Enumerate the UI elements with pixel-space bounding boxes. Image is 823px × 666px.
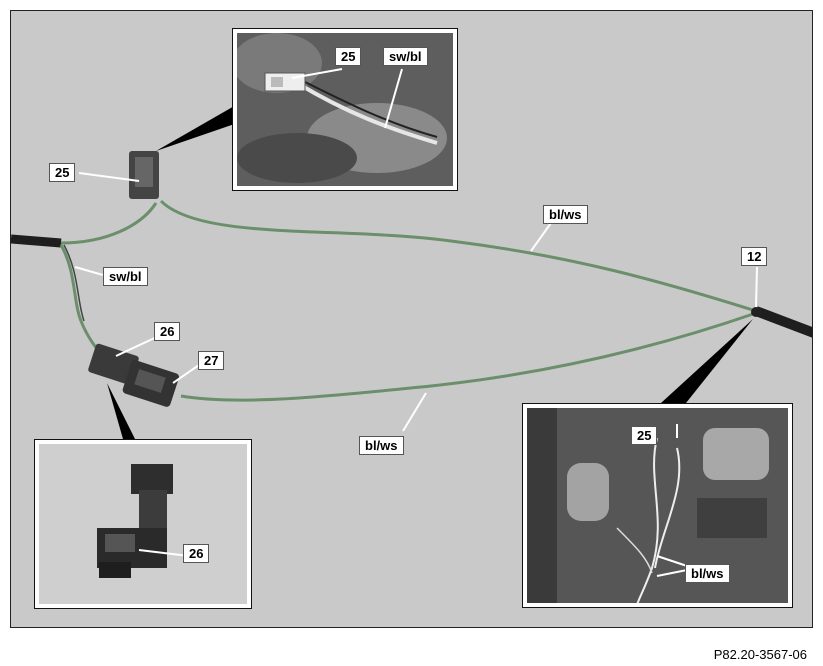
harness-right <box>754 306 812 338</box>
inset-top-photo <box>237 33 453 186</box>
connector-26-27-shape <box>88 343 179 407</box>
leader-12 <box>755 266 758 308</box>
label-wire-bl-ws-lower: bl/ws <box>359 436 404 455</box>
pointer-top-inset <box>156 101 249 151</box>
inset-bottom-right-label-bl-ws: bl/ws <box>685 564 730 583</box>
inset-bottom-right: 25 bl/ws <box>522 403 793 608</box>
wire-bl-ws-upper <box>159 199 757 313</box>
harness-left <box>11 234 62 248</box>
inset-bottom-right-label-25: 25 <box>631 426 658 445</box>
inset-top-label-sw-bl: sw/bl <box>383 47 428 66</box>
wiring-drawing <box>11 101 812 439</box>
label-connector-26: 26 <box>154 322 181 341</box>
label-wire-bl-ws-upper: bl/ws <box>543 205 588 224</box>
diagram-frame: 25 sw/bl 26 27 bl/ws bl/ws 12 25 sw/bl <box>10 10 813 628</box>
inset-bottom-left: 26 <box>34 439 252 609</box>
connector-25-shape <box>129 151 159 199</box>
label-connector-25: 25 <box>49 163 76 182</box>
leader-bl-ws-upper <box>530 222 552 252</box>
junction-12-shape <box>751 307 761 317</box>
inset-top-label-25: 25 <box>335 47 362 66</box>
wire-harness-to-25 <box>60 202 158 245</box>
leader-sw-bl <box>74 266 104 276</box>
figure-reference: P82.20-3567-06 <box>713 647 807 662</box>
label-connector-27: 27 <box>198 351 225 370</box>
leader-26 <box>115 334 162 357</box>
leader-27 <box>172 364 200 384</box>
wire-bl-ws-lower <box>180 311 757 402</box>
inset-bottom-right-photo <box>527 408 788 603</box>
label-junction-12: 12 <box>741 247 768 266</box>
inset-bottom-left-label-26: 26 <box>183 544 210 563</box>
inset-bottom-left-photo <box>39 444 247 604</box>
pointer-bottom-left-inset <box>107 383 135 439</box>
inset-top: 25 sw/bl <box>232 28 458 191</box>
pointer-bottom-right-inset <box>661 319 753 403</box>
wire-sw-bl-dark <box>63 244 85 322</box>
wire-sw-bl <box>59 244 108 362</box>
label-wire-sw-bl: sw/bl <box>103 267 148 286</box>
leader-bl-ws-lower <box>402 392 427 432</box>
leader-25 <box>78 172 140 182</box>
